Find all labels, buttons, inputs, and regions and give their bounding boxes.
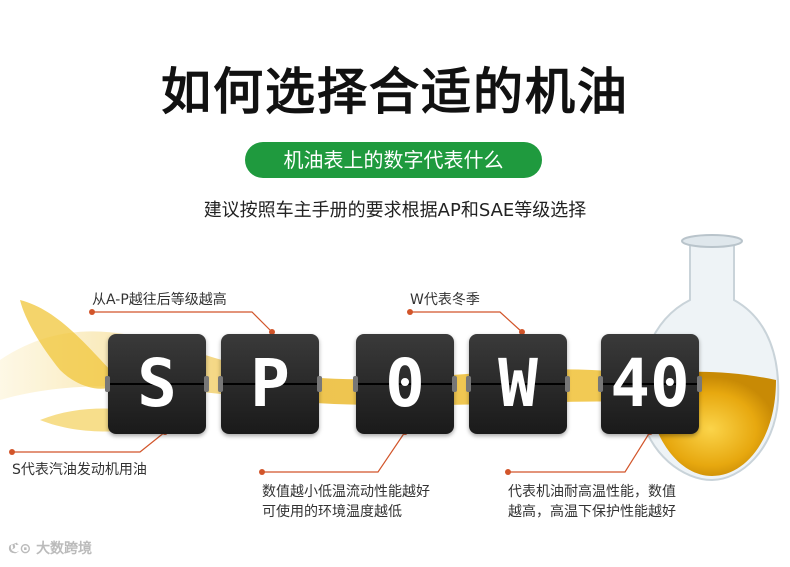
card-s: S [105,334,209,434]
label-low-temp-1: 数值越小低温流动性能越好 [262,484,430,500]
watermark-text: 大数跨境 [36,541,93,557]
label-w-meaning: W代表冬季 [410,292,480,308]
card-w: W [466,334,570,434]
watermark-logo-icon: ℭ⊙ [8,541,37,557]
section-pill: 机油表上的数字代表什么 [245,142,542,178]
label-api-grade: 从A-P越往后等级越高 [92,292,227,308]
card-p: P [218,334,322,434]
watermark: ℭ⊙ 大数跨境 [8,538,92,558]
card-w-glyph: W [498,345,538,422]
card-zero-glyph: 0 [385,345,425,422]
card-p-glyph: P [250,345,290,422]
label-high-temp-1: 代表机油耐高温性能，数值 [508,484,676,500]
card-forty: 40 [598,334,702,434]
annotation-lines [12,311,651,473]
label-low-temp-2: 可使用的环境温度越低 [262,504,402,520]
card-zero: 0 [353,334,457,434]
subtitle: 建议按照车主手册的要求根据AP和SAE等级选择 [203,200,587,221]
label-s-meaning: S代表汽油发动机用油 [12,462,147,478]
card-s-glyph: S [137,345,177,422]
page-title: 如何选择合适的机油 [161,63,629,121]
label-high-temp-2: 越高，高温下保护性能越好 [508,504,676,520]
card-forty-glyph: 40 [610,345,690,422]
